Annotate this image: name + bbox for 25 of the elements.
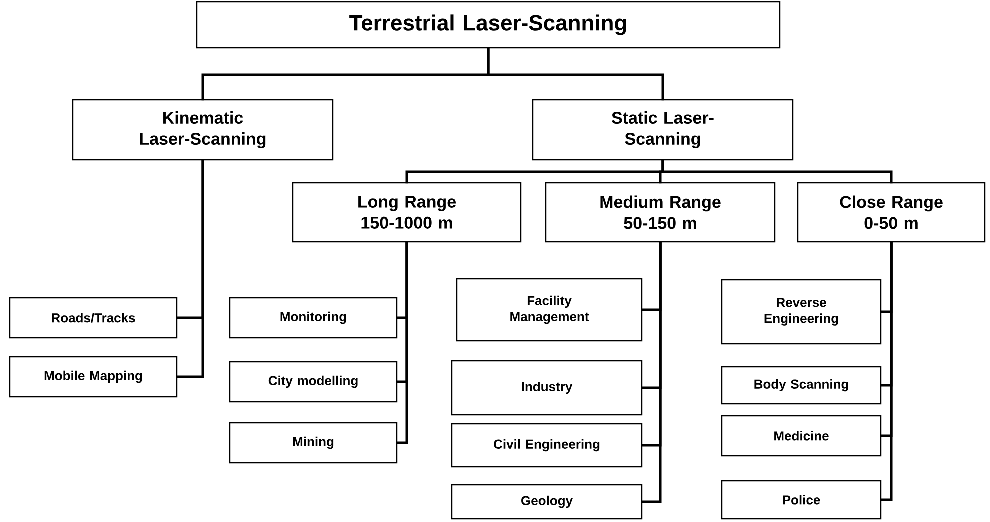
connector-line xyxy=(487,47,664,101)
application-box: Mining xyxy=(229,422,398,464)
category-box: Static Laser-Scanning xyxy=(532,99,794,161)
application-box: Facility Management xyxy=(456,278,643,342)
connector-line xyxy=(662,159,893,184)
range-box: Long Range 150-1000 m xyxy=(292,182,522,243)
application-box: City modelling xyxy=(229,361,398,403)
range-box: Close Range 0-50 m xyxy=(797,182,986,243)
application-box: Reverse Engineering xyxy=(721,279,882,345)
application-box: Body Scanning xyxy=(721,366,882,405)
application-box: Monitoring xyxy=(229,297,398,339)
connector-line xyxy=(396,241,408,444)
application-box: Industry xyxy=(451,360,643,416)
range-box: Medium Range 50-150 m xyxy=(545,182,776,243)
category-box: Kinematic Laser-Scanning xyxy=(72,99,334,161)
application-box: Civil Engineering xyxy=(451,423,643,468)
connector-line xyxy=(641,241,662,504)
connector-line xyxy=(880,241,893,502)
application-box: Medicine xyxy=(721,415,882,457)
title-box: Terrestrial Laser-Scanning xyxy=(196,1,781,49)
application-box: Roads/Tracks xyxy=(9,297,178,339)
connector-line xyxy=(176,159,204,378)
application-box: Geology xyxy=(451,484,643,520)
application-box: Police xyxy=(721,480,882,520)
application-box: Mobile Mapping xyxy=(9,356,178,398)
